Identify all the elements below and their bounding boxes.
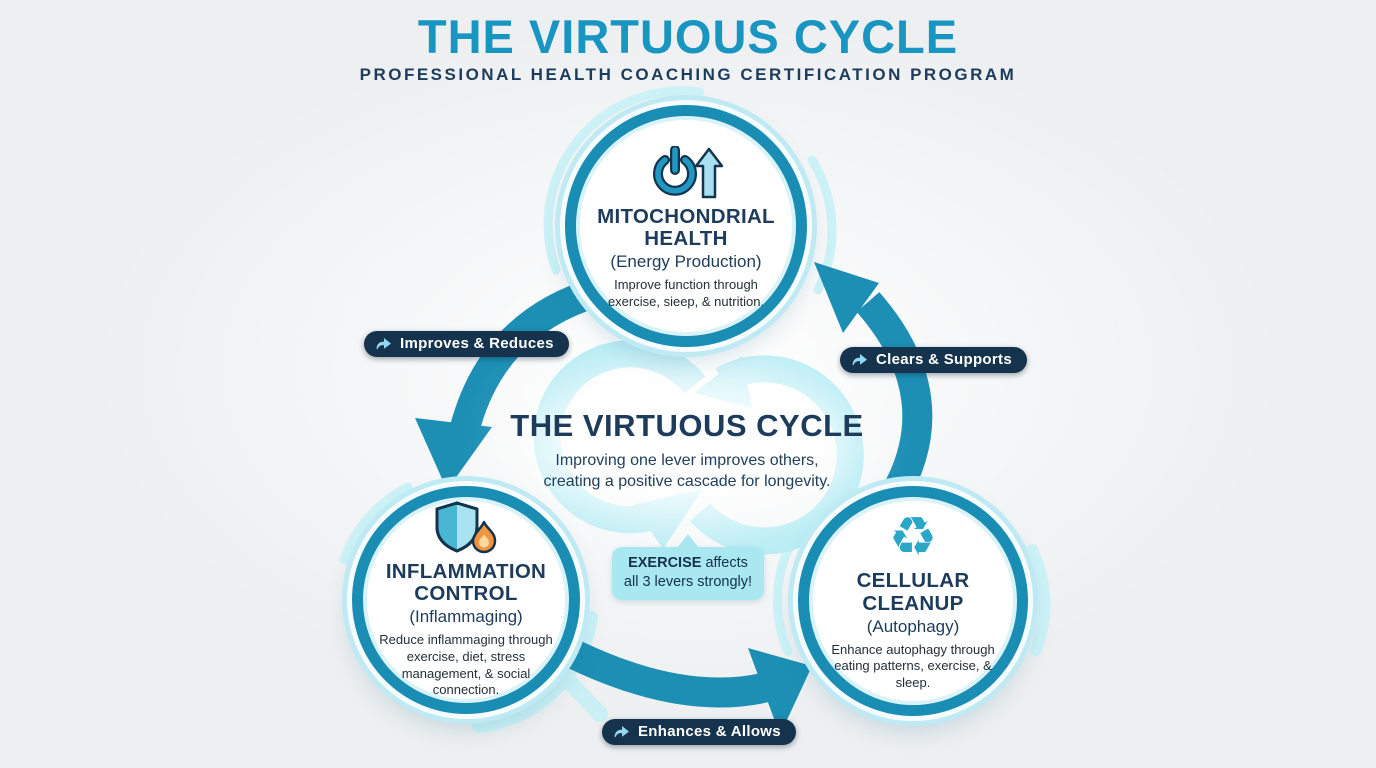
node-description: Enhance autophagy through eating pattern… <box>831 641 995 690</box>
page-subtitle: PROFESSIONAL HEALTH COACHING CERTIFICATI… <box>359 65 1017 85</box>
curved-arrow-icon <box>850 352 869 367</box>
node-cellular-cleanup: ♻ CELLULAR CLEANUP (Autophagy) Enhance a… <box>798 486 1028 716</box>
edge-label: Improves & Reduces <box>400 335 554 352</box>
callout-rest-text: affects all 3 levers strongly! <box>623 555 753 591</box>
edge-badge-enhances-allows: Enhances & Allows <box>602 719 796 745</box>
node-mitochondrial-health: MITOCHONDRIAL HEALTH (Energy Production)… <box>565 105 807 347</box>
arrow-cellular-to-mitochondrial <box>814 262 933 506</box>
node-title: MITOCHONDRIAL HEALTH <box>597 204 775 250</box>
arrow-inflammation-to-cellular <box>542 628 812 735</box>
edge-label: Enhances & Allows <box>638 723 781 740</box>
node-description: Improve function through exercise, sieep… <box>607 277 765 309</box>
edge-badge-clears-supports: Clears & Supports <box>840 347 1027 373</box>
shield-flame-icon <box>431 501 501 555</box>
recycle-glyph: ♻ <box>888 505 938 569</box>
curved-arrow-icon <box>374 336 393 351</box>
node-inflammation-control: INFLAMMATION CONTROL (Inflammaging) Redu… <box>352 486 580 714</box>
edge-label: Clears & Supports <box>876 351 1012 368</box>
page-title: THE VIRTUOUS CYCLE <box>417 10 959 63</box>
power-up-icon <box>647 145 725 200</box>
center-description: Improving one lever improves others, cre… <box>467 450 907 492</box>
node-title: INFLAMMATION CONTROL <box>385 560 547 606</box>
center-text-glow <box>517 367 857 523</box>
node-subtitle: (Energy Production) <box>610 252 762 271</box>
node-subtitle: (Inflammaging) <box>409 607 523 627</box>
glow-arcs <box>339 86 1051 733</box>
callout-tail <box>677 534 699 548</box>
node-subtitle: (Autophagy) <box>866 616 960 636</box>
center-block: THE VIRTUOUS CYCLE Improving one lever i… <box>467 408 907 492</box>
center-title: THE VIRTUOUS CYCLE <box>510 408 864 443</box>
node-title: CELLULAR CLEANUP <box>856 569 970 615</box>
curved-arrow-icon <box>612 724 631 739</box>
header: THE VIRTUOUS CYCLE PROFESSIONAL HEALTH C… <box>0 12 1376 85</box>
exercise-callout: EXERCISE affects all 3 levers strongly! <box>612 534 764 601</box>
edge-badge-improves-reduces: Improves & Reduces <box>364 331 569 357</box>
node-description: Reduce inflammaging through exercise, di… <box>379 632 553 698</box>
recycle-icon: ♻ <box>889 510 937 564</box>
callout-bold-text: EXERCISE <box>628 555 702 571</box>
center-description-line2: creating a positive cascade for longevit… <box>543 473 831 491</box>
center-description-line1: Improving one lever improves others, <box>555 452 819 469</box>
